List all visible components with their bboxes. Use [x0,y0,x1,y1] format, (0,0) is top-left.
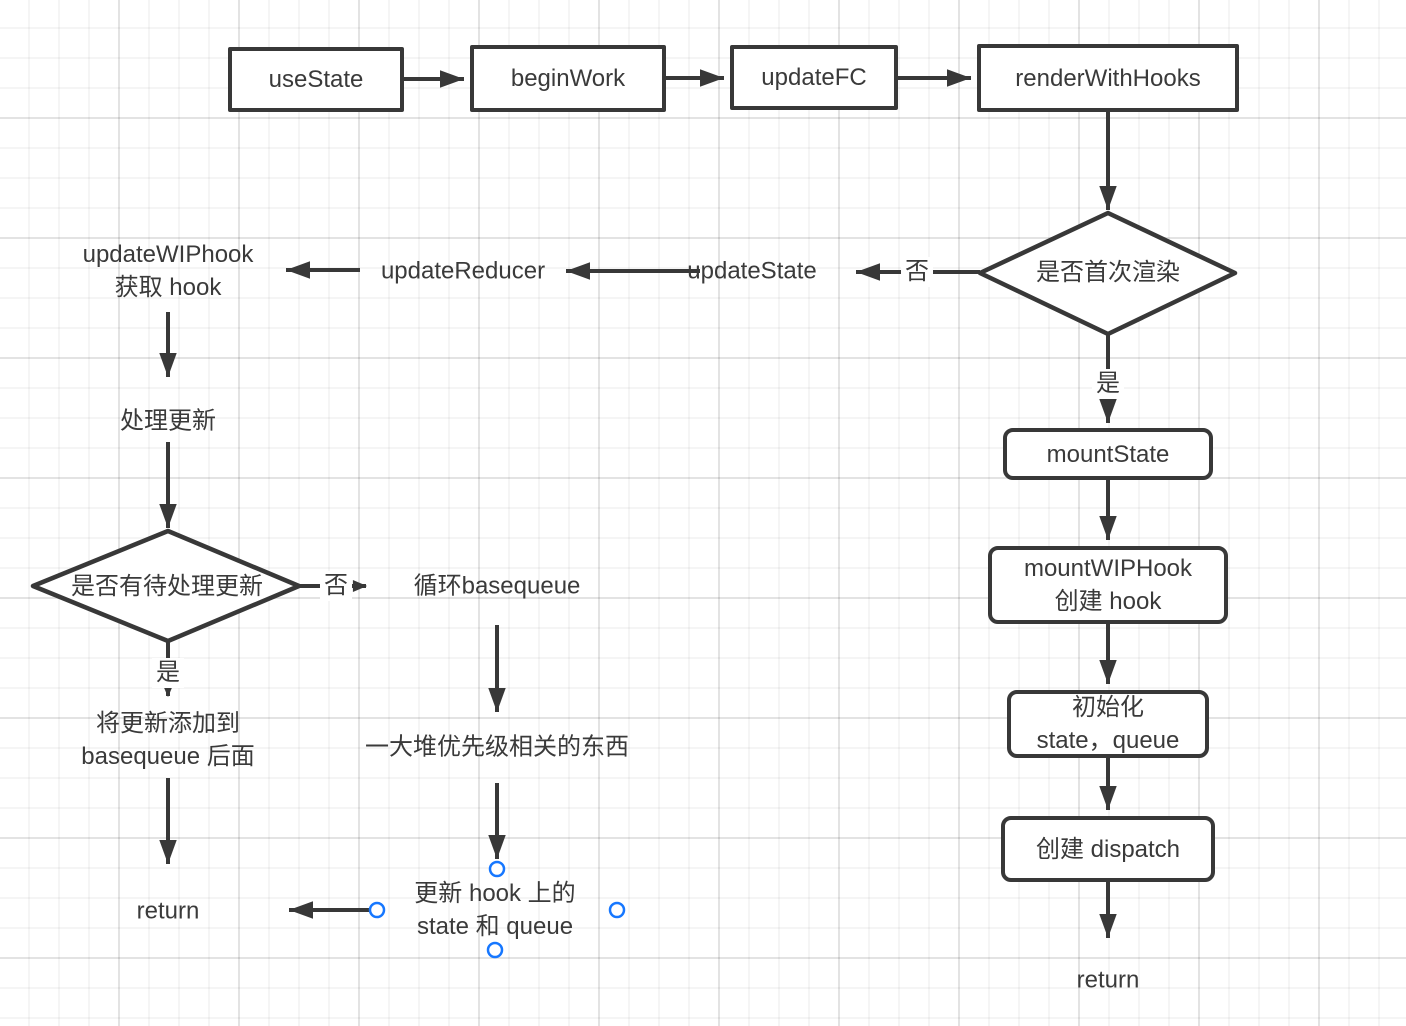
edge-label-first-render-no[interactable]: 否 [901,257,933,287]
edge-label-first-render-yes[interactable]: 是 [1092,369,1124,399]
node-process-update[interactable]: 处理更新 [120,407,216,435]
node-mountstate[interactable]: mountState [1003,428,1213,480]
node-create-dispatch[interactable]: 创建 dispatch [1001,816,1215,882]
edge-label-pending-yes[interactable]: 是 [152,658,184,688]
node-init-state-queue[interactable]: 初始化 state，queue [1007,690,1209,758]
node-updatestate[interactable]: updateState [687,257,817,285]
diamond-first-render-label[interactable]: 是否首次渲染 [1036,259,1180,286]
node-append-basequeue[interactable]: 将更新添加到 basequeue 后面 [81,710,255,770]
node-beginwork[interactable]: beginWork [470,45,666,112]
selection-handle-top[interactable] [488,860,506,878]
node-updatewiphook[interactable]: updateWIPhook 获取 hook [82,241,254,301]
node-updatefc[interactable]: updateFC [730,45,898,110]
selection-handle-left[interactable] [368,901,386,919]
node-return-left[interactable]: return [136,897,200,925]
node-priority-stuff[interactable]: 一大堆优先级相关的东西 [365,733,629,761]
selection-handle-right[interactable] [608,901,626,919]
edge-label-pending-no[interactable]: 否 [320,571,352,601]
node-return-right[interactable]: return [1076,966,1140,994]
node-update-hook-state[interactable]: 更新 hook 上的 state 和 queue [414,880,576,940]
node-mountwiphook[interactable]: mountWIPHook 创建 hook [988,546,1228,624]
selection-handle-bottom[interactable] [486,941,504,959]
node-usestate[interactable]: useState [228,47,404,112]
node-loop-basequeue[interactable]: 循环basequeue [413,572,581,600]
node-renderwithhooks[interactable]: renderWithHooks [977,44,1239,112]
diamond-pending-update-label[interactable]: 是否有待处理更新 [71,573,263,600]
node-updatereducer[interactable]: updateReducer [380,257,546,285]
